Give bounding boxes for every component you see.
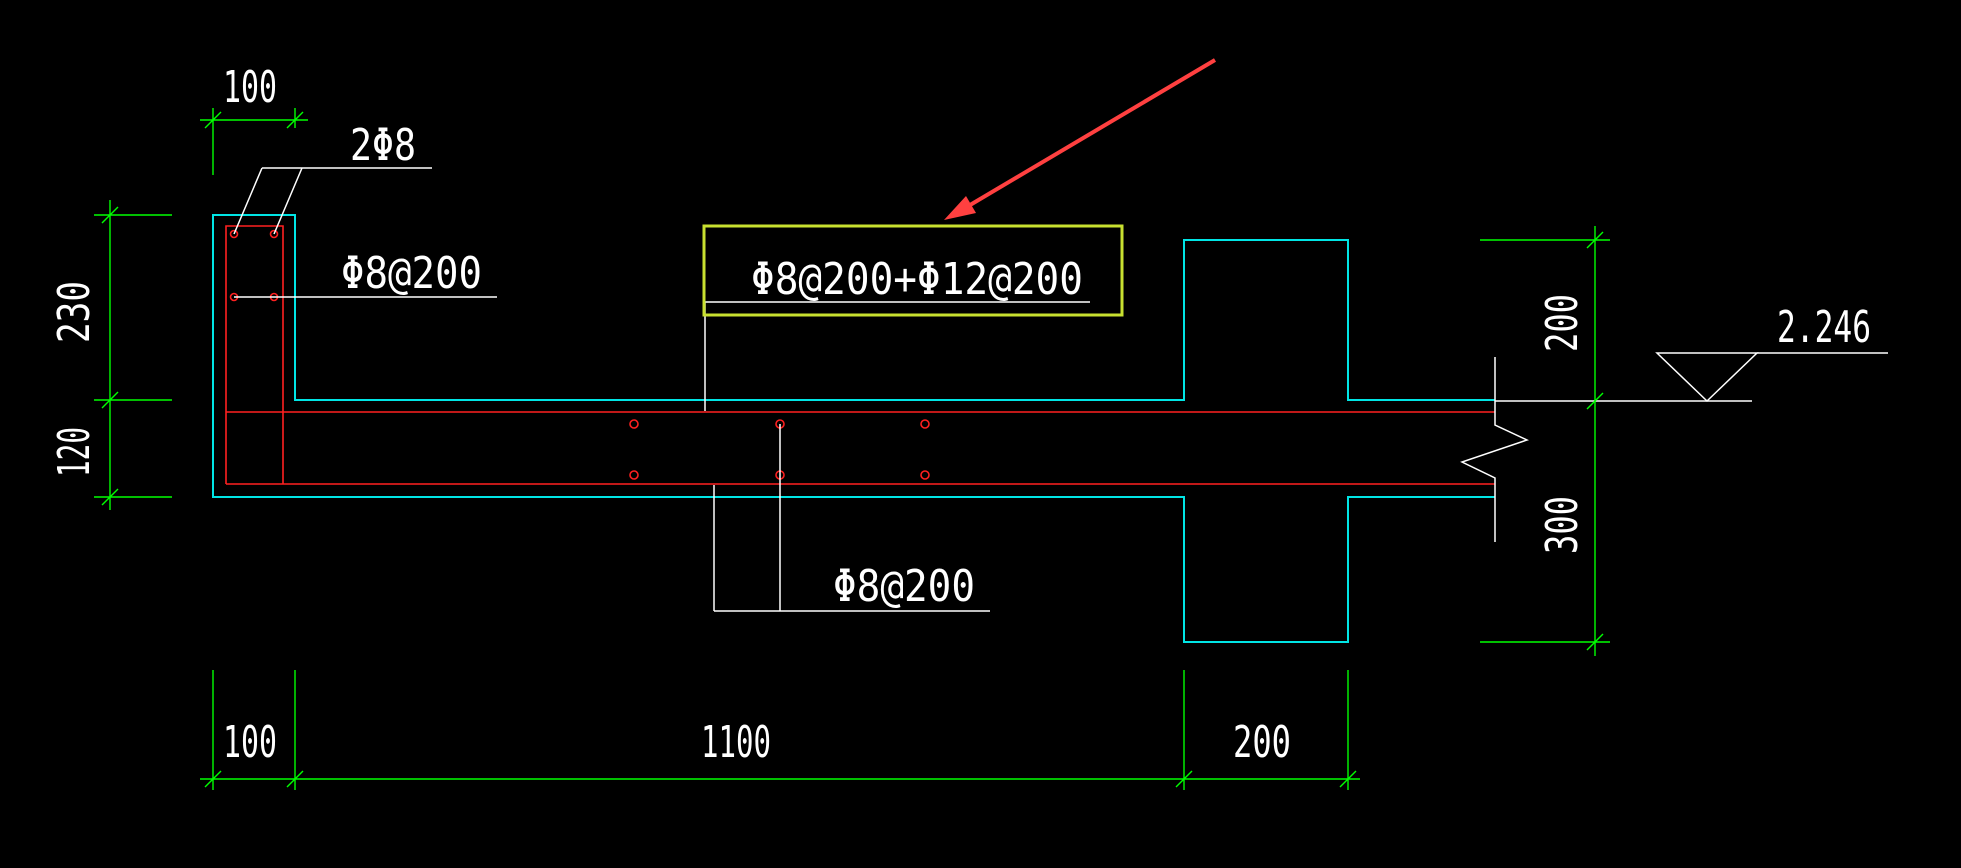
dim-bottom-left: 100 bbox=[223, 717, 277, 768]
rebar-lines bbox=[225, 225, 1495, 485]
concrete-outline bbox=[212, 214, 1495, 643]
elevation-value: 2.246 bbox=[1777, 302, 1871, 353]
dim-top-width: 100 bbox=[223, 62, 277, 113]
dim-bottom-middle: 1100 bbox=[701, 717, 771, 768]
break-line bbox=[1460, 357, 1530, 542]
leader-lines bbox=[233, 167, 1888, 612]
bar-dot bbox=[629, 419, 639, 429]
label-top-bars: 2Φ8 bbox=[350, 120, 416, 171]
label-vertical-stirrup: Φ8@200 bbox=[341, 248, 482, 299]
bar-dot bbox=[229, 229, 239, 239]
label-slab-top: Φ8@200+Φ12@200 bbox=[751, 254, 1083, 305]
dim-right-upper: 200 bbox=[1537, 294, 1588, 352]
highlight-box bbox=[702, 224, 1124, 317]
upstand-stirrup bbox=[225, 225, 284, 484]
dim-left-upper: 230 bbox=[49, 281, 100, 343]
elevation-triangle bbox=[1655, 352, 1759, 403]
dim-left-lower: 120 bbox=[49, 427, 100, 477]
dim-bottom-right: 200 bbox=[1233, 717, 1291, 768]
label-slab-bottom: Φ8@200 bbox=[833, 561, 975, 612]
bar-dot bbox=[920, 470, 930, 480]
bar-dot bbox=[920, 419, 930, 429]
bar-dot bbox=[629, 470, 639, 480]
dim-right-lower: 300 bbox=[1537, 496, 1588, 554]
dimension-lines bbox=[94, 108, 1610, 790]
bar-dot bbox=[269, 229, 279, 239]
red-arrow bbox=[944, 58, 1217, 220]
upstand-outline bbox=[212, 214, 1495, 643]
